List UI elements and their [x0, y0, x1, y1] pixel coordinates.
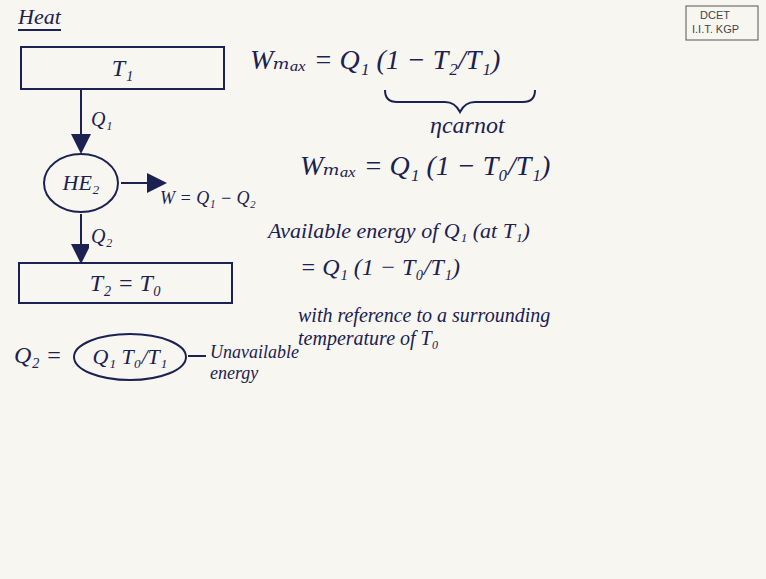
- node-text: T₁: [112, 55, 134, 82]
- note: with reference to a surrounding temperat…: [298, 304, 598, 350]
- edge-label: Q₁: [89, 108, 114, 131]
- equation-part: Q₂ =: [14, 342, 62, 370]
- reservoir-box: T₂ = T₀: [18, 262, 233, 304]
- node-text: Q₁ T₀/T₁: [93, 344, 168, 370]
- brace: [385, 90, 535, 112]
- equation: Wₘₐₓ = Q₁ (1 − T₂/T₁): [250, 44, 500, 76]
- note: Unavailable energy: [210, 342, 300, 383]
- reservoir-box: T₁: [20, 46, 225, 90]
- node-text: T₂ = T₀: [90, 270, 162, 297]
- stamp-text: I.I.T. KGP: [692, 23, 739, 36]
- node-text: HE₂: [63, 170, 100, 196]
- note: Available energy of Q₁ (at T₁): [268, 218, 530, 243]
- equation: = Q₁ (1 − T₀/T₁): [300, 254, 460, 282]
- circled-term: Q₁ T₀/T₁: [72, 332, 188, 382]
- stamp-text: DCET: [700, 9, 730, 22]
- heat-flow-arrow: [80, 214, 82, 262]
- leader-line: [188, 355, 206, 357]
- work-label: W = Q₁ − Q₂: [160, 188, 256, 209]
- engine-circle: HE₂: [42, 152, 120, 214]
- heading: Heat: [18, 4, 61, 31]
- heat-flow-arrow: [80, 90, 82, 152]
- equation: Wₘₐₓ = Q₁ (1 − T₀/T₁): [300, 150, 550, 182]
- work-arrow: [121, 182, 165, 184]
- edge-label: Q₂: [89, 225, 114, 248]
- stamp-border: [686, 6, 758, 40]
- efficiency-label: ηcarnot: [430, 112, 505, 140]
